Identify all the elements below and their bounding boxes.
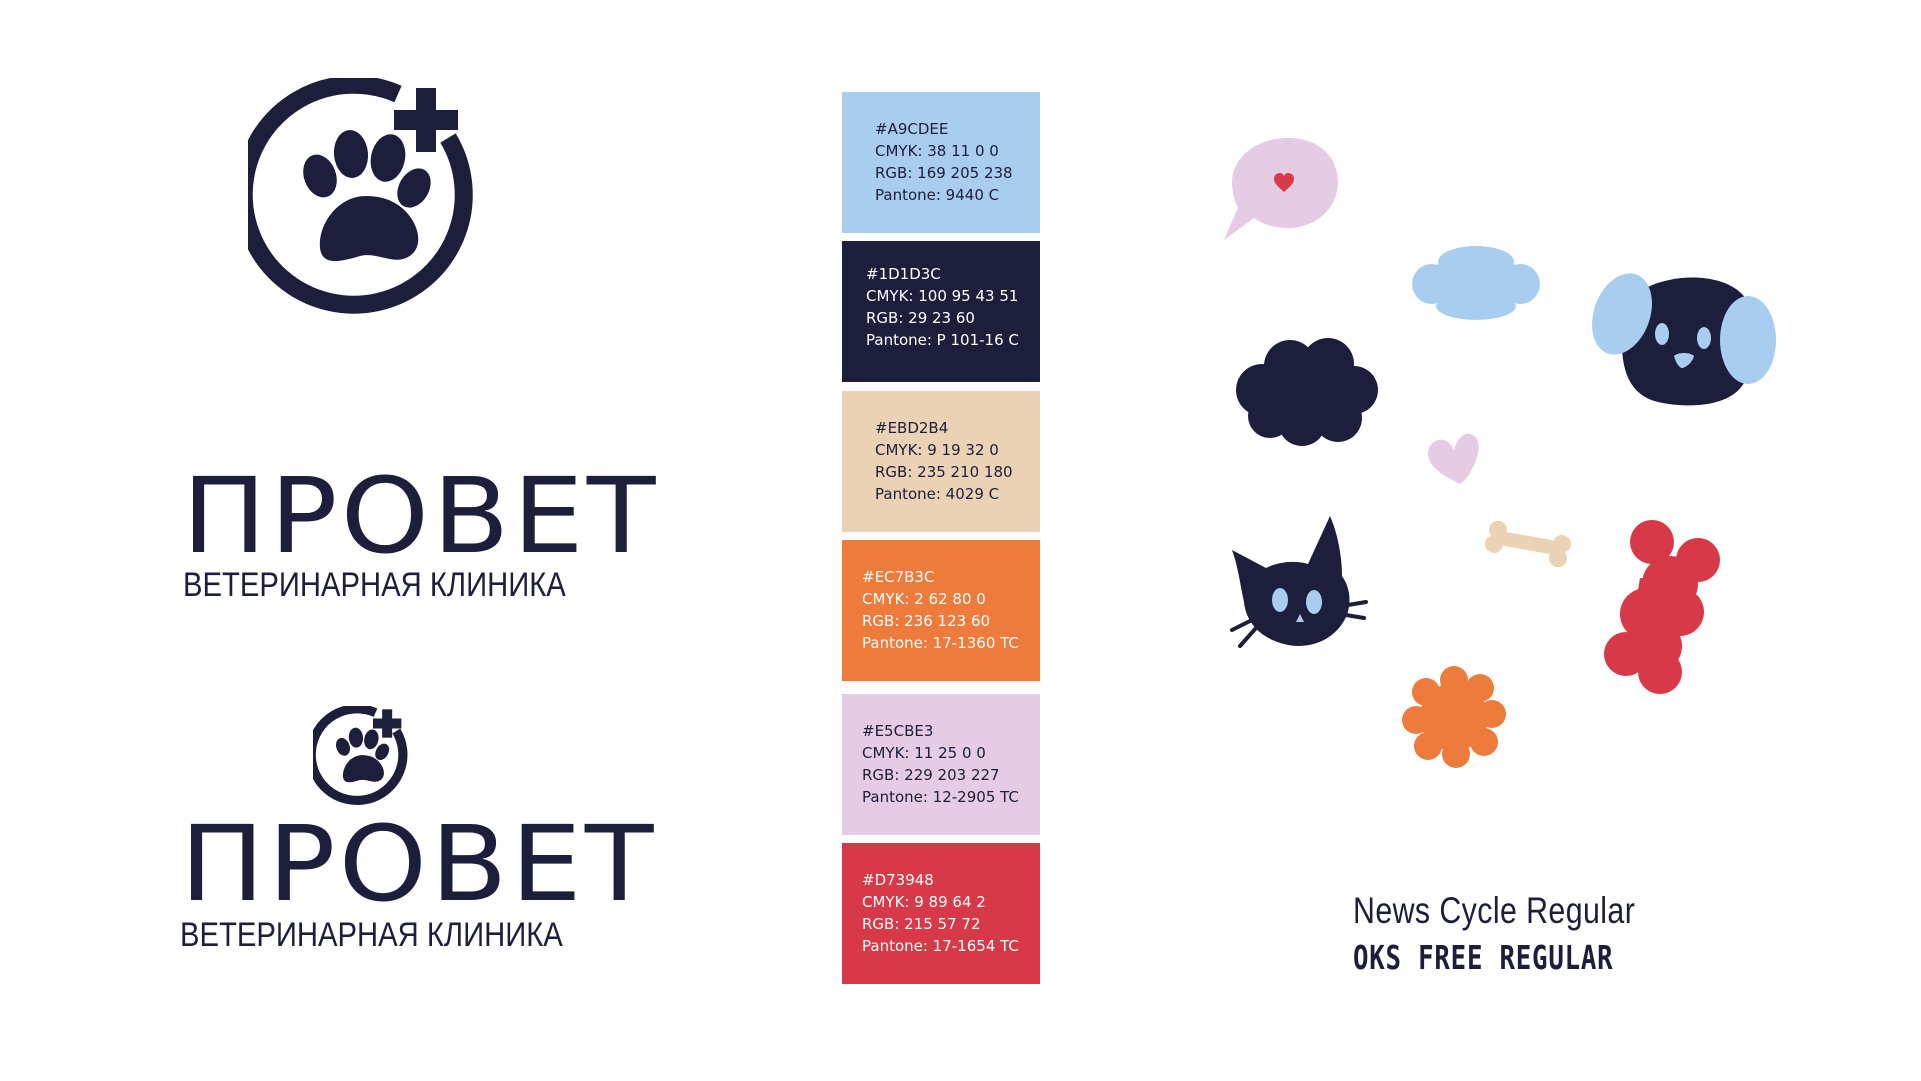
heart-icon xyxy=(1428,433,1479,484)
paw-plus-logo-icon xyxy=(248,78,473,314)
swatch-hex: #EBD2B4 xyxy=(875,419,949,437)
bone-icon xyxy=(1485,521,1571,567)
swatch-pantone: Pantone: 12-2905 TC xyxy=(862,788,1019,806)
color-swatch: #1D1D3C CMYK: 100 95 43 51 RGB: 29 23 60 Pa… xyxy=(842,241,1040,382)
brand-tagline-stacked: ВЕТЕРИНАРНАЯ КЛИНИКА xyxy=(180,916,563,954)
brand-wordmark-stacked: ПРОВЕТ xyxy=(180,803,657,925)
flower-icon xyxy=(1402,666,1506,768)
swatch-cmyk: CMYK: 100 95 43 51 xyxy=(866,287,1019,305)
swatch-hex: #1D1D3C xyxy=(866,265,941,283)
swatch-cmyk: CMYK: 11 25 0 0 xyxy=(862,744,986,762)
swatch-rgb: RGB: 236 123 60 xyxy=(862,612,991,630)
swatch-rgb: RGB: 169 205 238 xyxy=(875,164,1013,182)
swatch-rgb: RGB: 229 203 227 xyxy=(862,766,1000,784)
swatch-rgb: RGB: 29 23 60 xyxy=(866,309,975,327)
brand-wordmark: ПРОВЕТ xyxy=(182,455,659,577)
dog-face-icon xyxy=(1592,273,1776,406)
brand-tagline: ВЕТЕРИНАРНАЯ КЛИНИКА xyxy=(183,566,566,604)
cloud-icon xyxy=(1412,246,1540,320)
cat-face-icon xyxy=(1230,516,1368,648)
swatch-cmyk: CMYK: 38 11 0 0 xyxy=(875,142,999,160)
primary-font-name: News Cycle Regular xyxy=(1353,890,1636,931)
secondary-font-name: OKS FREE REGULAR xyxy=(1353,938,1614,977)
swatch-pantone: Pantone: P 101-16 C xyxy=(866,331,1019,349)
swatch-pantone: Pantone: 4029 C xyxy=(875,485,1000,503)
swatch-cmyk: CMYK: 9 19 32 0 xyxy=(875,441,999,459)
swatch-pantone: Pantone: 17-1654 TC xyxy=(862,937,1019,955)
paw-plus-logo-icon-small xyxy=(313,706,408,805)
swatch-pantone: Pantone: 17-1360 TC xyxy=(862,634,1019,652)
speech-bubble-heart-icon xyxy=(1224,138,1338,240)
bone-chew-toy-icon xyxy=(1604,520,1720,694)
swatch-cmyk: CMYK: 9 89 64 2 xyxy=(862,893,986,911)
swatch-rgb: RGB: 235 210 180 xyxy=(875,463,1013,481)
swatch-pantone: Pantone: 9440 C xyxy=(875,186,1000,204)
cloud-dark-icon xyxy=(1236,338,1378,446)
swatch-hex: #A9CDEE xyxy=(875,120,949,138)
swatch-hex: #E5CBE3 xyxy=(862,722,934,740)
swatch-hex: #EC7B3C xyxy=(862,568,935,586)
swatch-cmyk: CMYK: 2 62 80 0 xyxy=(862,590,986,608)
color-swatch: #EC7B3C CMYK: 2 62 80 0 RGB: 236 123 60 Pan… xyxy=(842,540,1040,681)
swatch-hex: #D73948 xyxy=(862,871,934,889)
swatch-rgb: RGB: 215 57 72 xyxy=(862,915,981,933)
